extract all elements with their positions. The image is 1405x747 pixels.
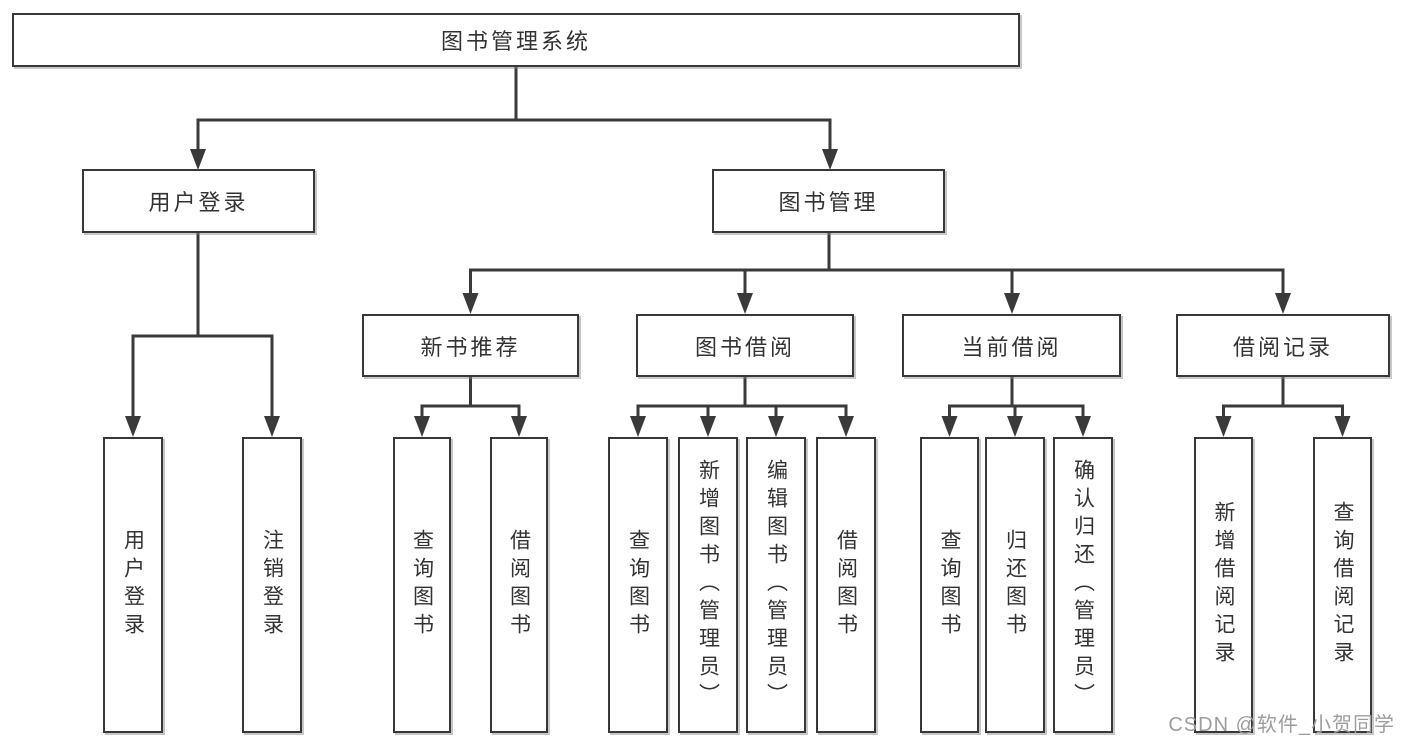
node-label: 用户登录 (148, 190, 249, 215)
connector-root-split (190, 67, 838, 170)
node-label: 图书借阅 (694, 334, 795, 360)
node-label: 查询图书 (938, 529, 961, 641)
node-label: 用户登录 (121, 529, 145, 641)
csdn-watermark: CSDN @软件_小贺同学 (1168, 714, 1395, 736)
node-label: 图书管理系统 (440, 29, 591, 54)
node-user-login: 用户登录 (82, 169, 315, 233)
node-label: 借阅图书 (507, 529, 531, 641)
connector-user-login-split (125, 232, 280, 437)
node-label: 当前借阅 (961, 334, 1062, 360)
node-library-management-system: 图书管理系统 (12, 13, 1020, 67)
node-label: 新增借阅记录 (1212, 501, 1235, 669)
leaf-records-add-record: 新增借阅记录 (1194, 437, 1253, 733)
node-label: 查询图书 (410, 529, 434, 641)
node-current-borrow: 当前借阅 (902, 314, 1121, 377)
leaf-borrow-add-books-admin: 新增图书（管理员） (678, 437, 738, 733)
node-label: 查询图书 (626, 529, 650, 641)
connector-new-book-split (414, 377, 527, 437)
node-label: 归还图书 (1003, 529, 1027, 641)
leaf-current-query-books: 查询图书 (920, 437, 979, 733)
connector-book-management-split (462, 232, 1291, 314)
node-label: 借阅记录 (1232, 334, 1333, 360)
leaf-user-login: 用户登录 (103, 437, 163, 733)
node-new-book-recommend: 新书推荐 (362, 314, 579, 377)
leaf-current-return-books: 归还图书 (985, 437, 1045, 733)
node-label: 新增图书（管理员） (696, 459, 720, 711)
leaf-newbook-query-books: 查询图书 (393, 437, 451, 733)
connector-current-borrow-split (941, 377, 1091, 437)
node-borrow-records: 借阅记录 (1176, 314, 1390, 377)
node-label: 借阅图书 (834, 529, 858, 641)
leaf-current-confirm-return-admin: 确认归还（管理员） (1053, 437, 1113, 733)
node-book-borrow: 图书借阅 (636, 314, 854, 377)
leaf-newbook-borrow-books: 借阅图书 (490, 437, 548, 733)
leaf-borrow-query-books: 查询图书 (608, 437, 668, 733)
leaf-borrow-borrow-books: 借阅图书 (816, 437, 876, 733)
node-book-management: 图书管理 (712, 169, 945, 233)
node-label: 注销登录 (260, 529, 284, 641)
node-label: 编辑图书（管理员） (764, 459, 788, 711)
node-label: 查询借阅记录 (1331, 501, 1354, 669)
connector-book-borrow-split (630, 377, 854, 437)
leaf-logout: 注销登录 (242, 437, 302, 733)
node-label: 新书推荐 (420, 334, 521, 360)
leaf-borrow-edit-books-admin: 编辑图书（管理员） (746, 437, 806, 733)
leaf-records-query-record: 查询借阅记录 (1313, 437, 1372, 733)
node-label: 图书管理 (778, 190, 879, 215)
connector-borrow-records-split (1215, 377, 1351, 437)
node-label: 确认归还（管理员） (1071, 459, 1095, 711)
